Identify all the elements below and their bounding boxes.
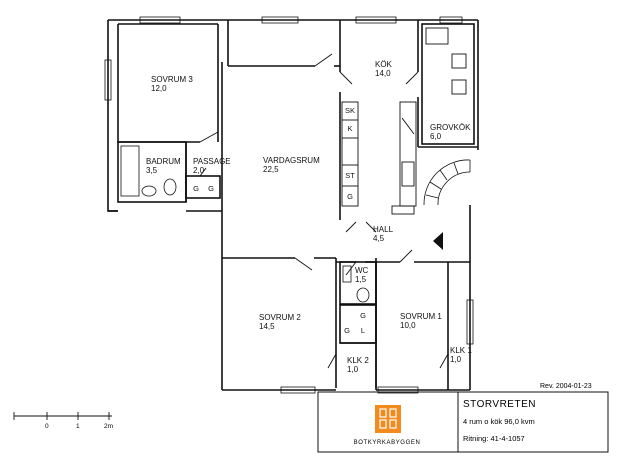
scale-bar — [13, 412, 112, 420]
room-klk2-name: KLK 2 — [347, 356, 369, 365]
bath-fixtures — [120, 145, 370, 303]
fixture-g-label-passage-2: G — [208, 184, 214, 193]
logo-mark — [379, 408, 397, 429]
apartment-description: 4 rum o kök 96,0 kvm — [463, 417, 535, 426]
stair — [423, 159, 471, 206]
room-sovrum3-name: SOVRUM 3 — [151, 75, 193, 84]
brand-name: BOTKYRKABYGGEN — [353, 440, 421, 446]
room-kok-name: KÖK — [375, 60, 392, 69]
room-sovrum2-area: 14,5 — [259, 322, 275, 331]
room-grovkok-area: 6,0 — [430, 132, 442, 141]
entrance-arrow-icon — [433, 232, 443, 250]
revision-date: Rev. 2004-01-23 — [540, 383, 592, 390]
fixture-g-label-kitchen: G — [347, 192, 353, 201]
room-vardagsrum-area: 22,5 — [263, 165, 279, 174]
room-wc-name: WC — [355, 266, 369, 275]
windows — [104, 16, 474, 394]
room-sovrum2-name: SOVRUM 2 — [259, 313, 301, 322]
room-grovkok-name: GROVKÖK — [430, 123, 471, 132]
room-kok-area: 14,0 — [375, 69, 391, 78]
room-klk1-area: 1,0 — [450, 355, 462, 364]
kitchen-fittings — [341, 27, 467, 215]
walls — [107, 19, 479, 391]
room-sovrum3-area: 12,0 — [151, 84, 167, 93]
scale-tick-0: 0 — [45, 423, 49, 430]
doors — [199, 53, 449, 369]
fixture-g-label-hall-2: G — [344, 326, 350, 335]
room-klk1-name: KLK 1 — [450, 346, 472, 355]
room-wc-area: 1,5 — [355, 275, 367, 284]
logo-icon — [375, 405, 401, 433]
room-passage-area: 2,0 — [193, 166, 205, 175]
room-badrum-name: BADRUM — [146, 157, 181, 166]
room-sovrum1-name: SOVRUM 1 — [400, 312, 442, 321]
fixture-k-label: K — [347, 124, 353, 133]
room-vardagsrum-name: VARDAGSRUM — [263, 156, 320, 165]
scale-tick-2: 2m — [104, 423, 114, 430]
fixture-g-label-passage-1: G — [193, 184, 199, 193]
fixture-st-label: ST — [345, 171, 355, 180]
fixture-g-label-hall-1: G — [360, 311, 366, 320]
room-badrum-area: 3,5 — [146, 166, 158, 175]
project-name: STORVRETEN — [463, 399, 536, 410]
scale-tick-1: 1 — [76, 423, 80, 430]
room-sovrum1-area: 10,0 — [400, 321, 416, 330]
room-passage-name: PASSAGE — [193, 157, 231, 166]
room-hall-name: HALL — [373, 225, 394, 234]
room-klk2-area: 1,0 — [347, 365, 359, 374]
title-block — [317, 391, 609, 453]
fixture-sk-label: SK — [344, 106, 355, 115]
drawing-number: Ritning: 41-4-1057 — [463, 434, 525, 443]
fixture-l-label: L — [360, 326, 366, 335]
room-hall-area: 4,5 — [373, 234, 385, 243]
